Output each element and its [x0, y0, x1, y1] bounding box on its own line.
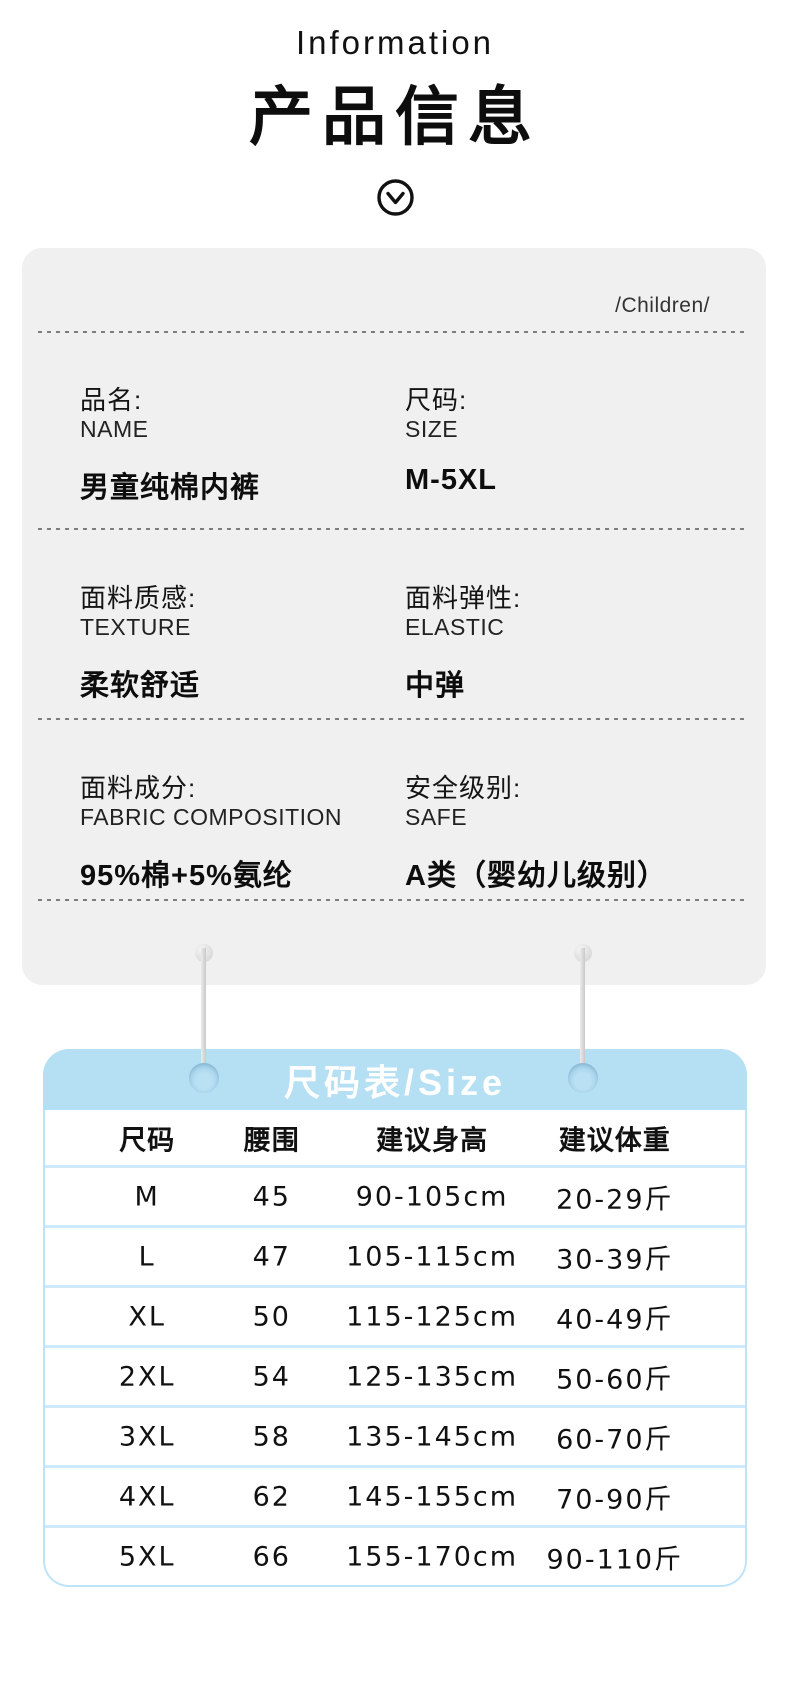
- field-texture: 面料质感: TEXTURE 柔软舒适: [80, 583, 200, 704]
- field-label-cn: 品名:: [80, 385, 143, 415]
- cell-height: 155-170cm: [346, 1541, 519, 1572]
- column-header-weight: 建议体重: [558, 1125, 671, 1156]
- field-label-cn: 尺码:: [405, 385, 468, 415]
- subtitle-en: Information: [295, 24, 495, 61]
- scroll-indicator: [0, 178, 790, 222]
- cell-height: 90-105cm: [355, 1181, 509, 1212]
- cell-weight: 50-60斤: [556, 1364, 674, 1395]
- table-row: 4XL 62 145-155cm 70-90斤: [45, 1465, 745, 1525]
- table-row: L 47 105-115cm 30-39斤: [45, 1225, 745, 1285]
- table-row: 5XL 66 155-170cm 90-110斤: [45, 1525, 745, 1585]
- cell-weight: 70-90斤: [556, 1484, 674, 1515]
- hanging-string: [201, 948, 206, 1078]
- size-table-body: 尺码 腰围 建议身高 建议体重 M 45 90-105cm 20-29斤 L 4…: [43, 1110, 747, 1587]
- field-fabric-composition: 面料成分: FABRIC COMPOSITION 95%棉+5%氨纶: [80, 773, 342, 894]
- cell-weight: 40-49斤: [556, 1304, 674, 1335]
- cell-waist: 66: [252, 1541, 291, 1572]
- string-grommet: [568, 1063, 598, 1093]
- table-row: M 45 90-105cm 20-29斤: [45, 1165, 745, 1225]
- field-value: 男童纯棉内裤: [80, 472, 261, 504]
- size-table: 尺码表/Size 尺码 腰围 建议身高 建议体重 M 45 90-105cm 2…: [43, 1049, 747, 1587]
- info-card: /Children/ 品名: NAME 男童纯棉内裤 尺码: SIZE M-5X…: [22, 248, 766, 985]
- table-row: XL 50 115-125cm 40-49斤: [45, 1285, 745, 1345]
- column-header-waist: 腰围: [243, 1125, 300, 1156]
- field-label-en: TEXTURE: [80, 614, 191, 640]
- field-label-en: NAME: [80, 416, 149, 442]
- cell-weight: 30-39斤: [556, 1244, 674, 1275]
- field-value: 柔软舒适: [80, 670, 201, 702]
- field-elastic: 面料弹性: ELASTIC 中弹: [405, 583, 521, 704]
- size-table-title: 尺码表/Size: [283, 1061, 507, 1103]
- cell-size: L: [138, 1241, 156, 1272]
- field-label-en: SAFE: [405, 804, 468, 830]
- column-header-height: 建议身高: [376, 1125, 489, 1156]
- field-value: A类（婴幼儿级别）: [405, 860, 667, 892]
- size-table-header-band: 尺码表/Size: [43, 1049, 747, 1110]
- table-row: 2XL 54 125-135cm 50-60斤: [45, 1345, 745, 1405]
- cell-waist: 54: [252, 1361, 291, 1392]
- field-label-cn: 面料弹性:: [405, 583, 522, 613]
- cell-waist: 50: [252, 1301, 291, 1332]
- page-title: 产品信息: [249, 81, 541, 153]
- cell-weight: 20-29斤: [556, 1184, 674, 1215]
- cell-weight: 60-70斤: [556, 1424, 674, 1455]
- cell-size: 3XL: [118, 1421, 176, 1452]
- field-label-en: SIZE: [405, 416, 459, 442]
- divider: [38, 528, 746, 530]
- field-name: 品名: NAME 男童纯棉内裤: [80, 385, 260, 506]
- field-label-cn: 面料成分:: [80, 773, 197, 803]
- divider: [38, 331, 746, 333]
- cell-size: 5XL: [118, 1541, 176, 1572]
- cell-weight: 90-110斤: [546, 1544, 684, 1575]
- table-row: 3XL 58 135-145cm 60-70斤: [45, 1405, 745, 1465]
- chevron-down-circle-icon: [376, 178, 415, 222]
- cell-size: XL: [128, 1301, 166, 1332]
- cell-waist: 62: [252, 1481, 291, 1512]
- field-label-en: FABRIC COMPOSITION: [80, 804, 343, 830]
- field-label-cn: 安全级别:: [405, 773, 522, 803]
- cell-size: M: [134, 1181, 160, 1212]
- field-size: 尺码: SIZE M-5XL: [405, 385, 497, 497]
- corner-label: /Children/: [615, 294, 710, 317]
- field-label-cn: 面料质感:: [80, 583, 197, 613]
- column-header-size: 尺码: [119, 1125, 176, 1156]
- cell-waist: 58: [252, 1421, 291, 1452]
- field-safety-level: 安全级别: SAFE A类（婴幼儿级别）: [405, 773, 667, 894]
- cell-height: 135-145cm: [346, 1421, 519, 1452]
- field-value: 95%棉+5%氨纶: [80, 860, 293, 892]
- cell-height: 115-125cm: [346, 1301, 519, 1332]
- field-value: 中弹: [405, 670, 466, 702]
- divider: [38, 899, 746, 901]
- cell-height: 145-155cm: [346, 1481, 519, 1512]
- string-grommet: [189, 1063, 219, 1093]
- field-value: M-5XL: [405, 464, 497, 496]
- field-label-en: ELASTIC: [405, 614, 505, 640]
- cell-height: 105-115cm: [346, 1241, 519, 1272]
- cell-height: 125-135cm: [346, 1361, 519, 1392]
- cell-size: 4XL: [118, 1481, 176, 1512]
- cell-waist: 47: [252, 1241, 291, 1272]
- table-header-row: 尺码 腰围 建议身高 建议体重: [45, 1110, 745, 1165]
- hanging-string: [580, 948, 585, 1078]
- divider: [38, 718, 746, 720]
- cell-waist: 45: [252, 1181, 291, 1212]
- cell-size: 2XL: [118, 1361, 176, 1392]
